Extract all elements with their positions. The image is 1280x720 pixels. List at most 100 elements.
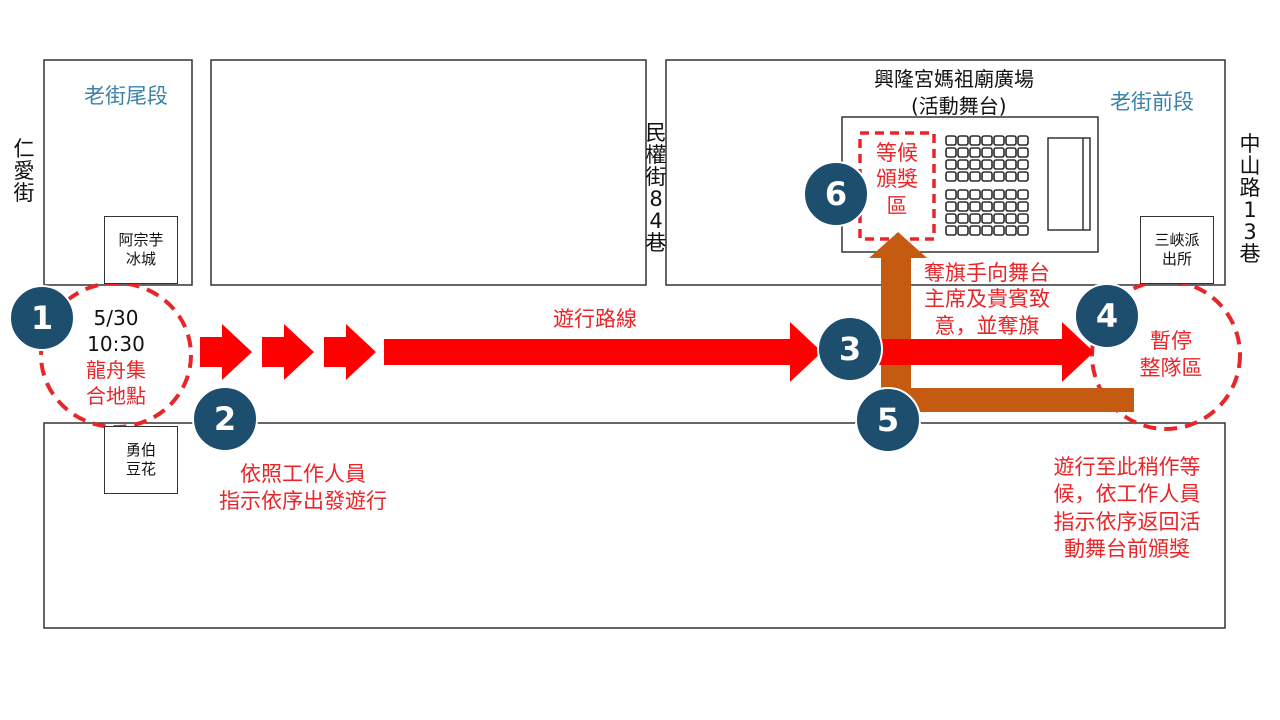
seat [981,135,993,146]
step-3-line1: 奪旗手向舞台 [924,261,1050,285]
seat [1017,201,1029,212]
seat [1017,225,1029,236]
seat [957,147,969,158]
step-6-line2: 頒獎 [876,167,918,192]
seat [993,201,1005,212]
seat [993,171,1005,182]
step-5-line3: 指示依序返回活 [1053,509,1201,534]
seat [957,171,969,182]
seat [1017,189,1029,200]
shop-name-line: 勇伯 [125,441,156,460]
seat [957,159,969,170]
step-4-line2: 整隊區 [1139,356,1203,381]
seat [945,189,957,200]
seat [1005,171,1017,182]
step-1-time: 10:30 [87,332,145,356]
step-3-line2: 主席及貴賓致 [924,287,1050,312]
route-arrow-3 [324,324,376,380]
azong-taro-ice-shop: 阿宗芋冰城 [104,216,178,284]
stage [1047,137,1091,231]
seat [945,147,957,158]
seat [945,171,957,182]
route-label: 遊行路線 [553,307,637,331]
seat [969,159,981,170]
shop-name-line: 阿宗芋 [118,231,164,250]
step-badge-1: 1 [9,285,75,351]
seat [993,225,1005,236]
step-badge-3: 3 [817,316,883,382]
middle-block [210,59,647,286]
step-badge-4: 4 [1074,283,1140,349]
seat [993,135,1005,146]
step-6-text: 等候 頒獎 區 [860,140,934,219]
seat [969,135,981,146]
step-1-desc-line1: 龍舟集 [86,358,146,382]
seat [969,189,981,200]
seat [969,147,981,158]
minquan-street-label: 民權街84巷 [645,121,667,256]
plaza-title: 興隆宮媽祖廟廣場 [874,67,1034,91]
shop-name-line: 三峽派 [1154,231,1200,250]
step-2-text: 依照工作人員 指示依序出發遊行 [203,461,403,516]
seat [1017,213,1029,224]
seat [1005,189,1017,200]
seat [1005,201,1017,212]
seat [981,201,993,212]
shop-name-line: 豆花 [125,460,156,478]
step-5-line1: 遊行至此稍作等 [1053,455,1201,479]
route-arrow-main [384,322,822,382]
seat [945,213,957,224]
seat [993,147,1005,158]
seat [957,135,969,146]
step-badge-2: 2 [192,386,258,452]
seat [1005,213,1017,224]
seat [957,213,969,224]
seat [993,189,1005,200]
step-5-text: 遊行至此稍作等 候，依工作人員 指示依序返回活 動舞台前頒獎 [1036,454,1218,563]
yongbo-tofu-pudding-shop: 勇伯豆花 [104,426,178,494]
shop-name-line: 冰城 [125,250,156,268]
step-1-date: 5/30 [93,306,139,330]
seat [945,159,957,170]
step-3-line3: 意，並奪旗 [934,313,1040,338]
seat [969,201,981,212]
sanxia-police-station: 三峽派出所 [1140,216,1214,284]
plaza-subtitle: (活動舞台) [911,94,1007,118]
route-arrow-2 [262,324,314,380]
old-street-end-label: 老街尾段 [84,84,168,108]
old-street-front-label: 老街前段 [1110,90,1194,114]
seat [981,147,993,158]
zhongshan-road-label: 中山路13巷 [1239,132,1261,267]
renai-street-label: 仁愛街 [13,137,35,206]
seat [981,189,993,200]
step-badge-6: 6 [803,161,869,227]
seat [957,189,969,200]
seat [993,159,1005,170]
step-4-line1: 暫停 [1150,329,1192,353]
audience-seats [945,135,1029,236]
step-1-desc-line2: 合地點 [86,384,146,408]
step-6-line3: 區 [886,193,908,218]
seat [969,225,981,236]
route-arrow-to-regroup [872,322,1094,382]
seat [945,225,957,236]
seat [1005,135,1017,146]
step-5-line2: 候，依工作人員 [1053,482,1201,507]
seat [981,171,993,182]
seat [981,159,993,170]
route-arrow-1 [200,324,252,380]
seat [1017,147,1029,158]
seat [981,213,993,224]
step-1-text: 5/30 10:30 龍舟集 合地點 [66,305,166,409]
seat [945,201,957,212]
old-street-front-block [665,59,1226,286]
seat [993,213,1005,224]
seat [957,225,969,236]
step-badge-5: 5 [855,387,921,453]
step-2-line1: 依照工作人員 [240,462,366,486]
seat [1005,225,1017,236]
seat [945,135,957,146]
seat [1017,171,1029,182]
step-2-line2: 指示依序出發遊行 [219,489,387,514]
